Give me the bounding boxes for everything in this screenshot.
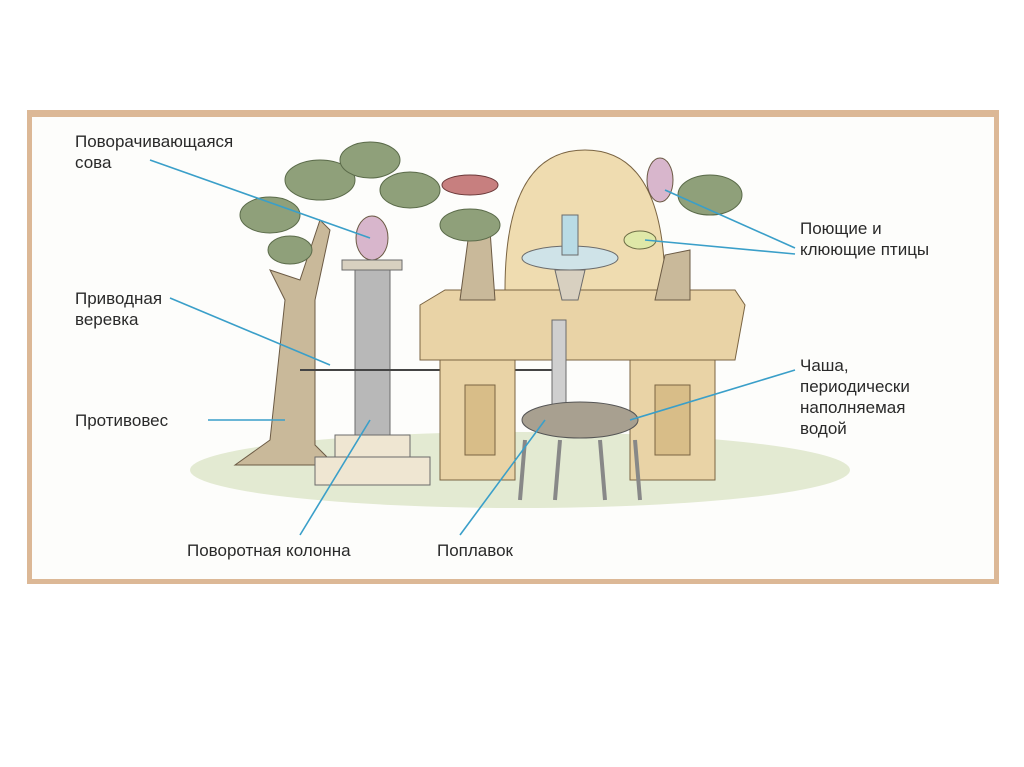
owl — [355, 215, 389, 261]
leader-lines — [149, 159, 796, 536]
label-birds: Поющие и клюющие птицы — [800, 218, 929, 260]
label-bowl: Чаша, периодически наполняемая водой — [800, 355, 910, 439]
label-rope-line1: Приводная — [75, 289, 163, 308]
label-bowl-line3: наполняемая — [800, 398, 906, 417]
rotating-column — [314, 259, 431, 486]
label-column: Поворотная колонна — [187, 541, 351, 560]
label-rope: Приводная веревка — [75, 288, 162, 330]
label-float: Поплавок — [437, 541, 513, 560]
bowl-and-float — [518, 319, 642, 501]
label-bowl-line1: Чаша, — [800, 356, 849, 375]
label-owl-line2: сова — [75, 153, 112, 172]
label-birds-line1: Поющие и — [800, 219, 882, 238]
label-rope-line2: веревка — [75, 310, 139, 329]
label-bowl-line2: периодически — [800, 377, 910, 396]
label-counterweight: Противовес — [75, 411, 169, 430]
label-bowl-line4: водой — [800, 419, 847, 438]
left-tree — [233, 141, 441, 466]
label-birds-line2: клюющие птицы — [800, 240, 930, 259]
fountain-table — [419, 149, 746, 481]
label-owl-line1: Поворачивающаяся — [75, 132, 234, 151]
label-owl: Поворачивающаяся сова — [75, 131, 233, 173]
